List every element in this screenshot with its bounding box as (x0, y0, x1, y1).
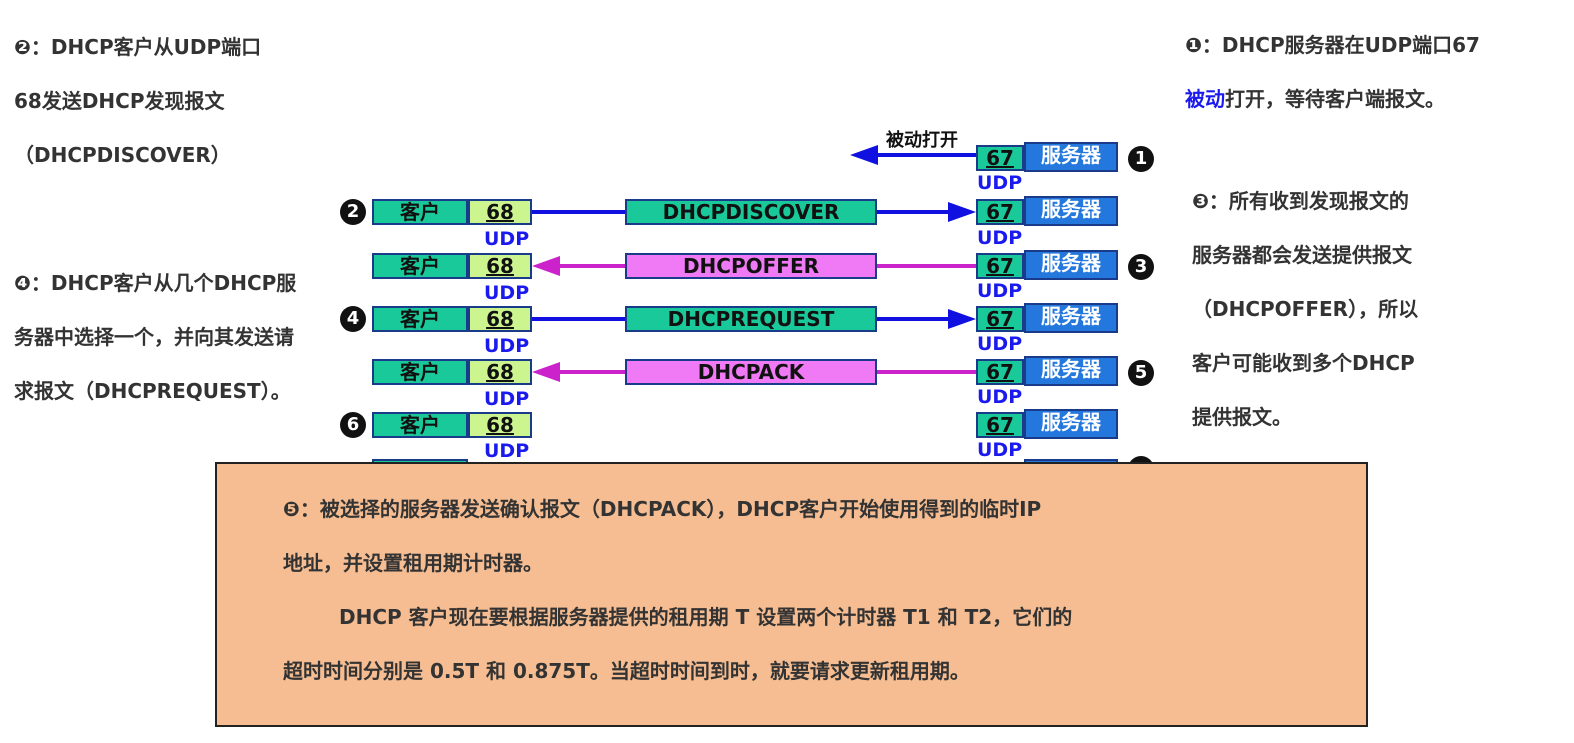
note-passive-line: ❶：DHCP服务器在UDP端口67 (1185, 33, 1480, 57)
passive-open-label: 被动打开 (886, 130, 958, 151)
note-passive-line: 被动打开，等待客户端报文。 (1185, 72, 1480, 126)
popup-line: 超时时间分别是 0.5T 和 0.875T。当超时时间到时，就要请求更新租用期。 (283, 659, 970, 683)
client-box: 客户 (372, 306, 468, 332)
note-offer: ❸：所有收到发现报文的 服务器都会发送提供报文 （DHCPOFFER），所以 客… (1192, 174, 1418, 444)
step-6-badge: 6 (340, 412, 366, 438)
passive-rest: 打开，等待客户端报文。 (1225, 87, 1445, 111)
client-box: 客户 (372, 412, 468, 438)
server-box: 服务器 (1024, 142, 1118, 172)
client-udp-label: UDP (484, 440, 530, 462)
server-port: 67 (976, 412, 1024, 438)
note-offer-line: ❸：所有收到发现报文的 (1192, 189, 1409, 213)
server-box: 服务器 (1024, 303, 1118, 333)
note-request-line: ❹：DHCP客户从几个DHCP服 (14, 271, 297, 295)
note-discover-line: 68发送DHCP发现报文 (14, 89, 225, 113)
server-box: 服务器 (1024, 356, 1118, 386)
server-port: 67 (976, 306, 1024, 332)
request-message: DHCPREQUEST (625, 306, 877, 332)
server-box: 服务器 (1024, 409, 1118, 439)
server-box: 服务器 (1024, 196, 1118, 226)
client-udp-label: UDP (484, 388, 530, 410)
client-port: 68 (468, 359, 532, 385)
server-port: 67 (976, 145, 1024, 171)
explanation-popup: ❺：被选择的服务器发送确认报文（DHCPACK），DHCP客户开始使用得到的临时… (215, 462, 1368, 727)
client-udp-label: UDP (484, 282, 530, 304)
note-discover: ❷：DHCP客户从UDP端口 68发送DHCP发现报文 （DHCPDISCOVE… (14, 20, 261, 182)
note-passive-open: ❶：DHCP服务器在UDP端口67 被动打开，等待客户端报文。 (1185, 18, 1480, 126)
server-box: 服务器 (1024, 250, 1118, 280)
client-box: 客户 (372, 359, 468, 385)
note-offer-line: 客户可能收到多个DHCP (1192, 351, 1415, 375)
client-box: 客户 (372, 253, 468, 279)
note-discover-line: ❷：DHCP客户从UDP端口 (14, 35, 262, 59)
server-udp-label: UDP (977, 386, 1023, 408)
client-port: 68 (468, 253, 532, 279)
popup-line: ❺：被选择的服务器发送确认报文（DHCPACK），DHCP客户开始使用得到的临时… (283, 497, 1042, 521)
ack-message: DHCPACK (625, 359, 877, 385)
note-offer-line: 服务器都会发送提供报文 (1192, 243, 1412, 267)
note-offer-line: （DHCPOFFER），所以 (1192, 297, 1419, 321)
passive-word: 被动 (1185, 87, 1225, 111)
step-4-badge: 4 (340, 306, 366, 332)
server-port: 67 (976, 359, 1024, 385)
popup-line: DHCP 客户现在要根据服务器提供的租用期 T 设置两个计时器 T1 和 T2，… (339, 605, 1073, 629)
server-udp-label: UDP (977, 333, 1023, 355)
server-udp-label: UDP (977, 439, 1023, 461)
server-port: 67 (976, 199, 1024, 225)
step-2-badge: 2 (340, 199, 366, 225)
note-request-line: 求报文（DHCPREQUEST）。 (14, 379, 291, 403)
step-5-badge: 5 (1128, 360, 1154, 386)
server-udp-label: UDP (977, 227, 1023, 249)
passive-open-arrow (850, 145, 976, 165)
client-udp-label: UDP (484, 335, 530, 357)
offer-message: DHCPOFFER (625, 253, 877, 279)
client-udp-label: UDP (484, 228, 530, 250)
server-udp-label: UDP (977, 172, 1023, 194)
note-request-line: 务器中选择一个，并向其发送请 (14, 325, 294, 349)
client-box: 客户 (372, 199, 468, 225)
note-request: ❹：DHCP客户从几个DHCP服 务器中选择一个，并向其发送请 求报文（DHCP… (14, 256, 296, 418)
step-3-badge: 3 (1128, 254, 1154, 280)
client-port: 68 (468, 199, 532, 225)
server-port: 67 (976, 253, 1024, 279)
discover-message: DHCPDISCOVER (625, 199, 877, 225)
note-discover-line: （DHCPDISCOVER） (14, 143, 231, 167)
client-port: 68 (468, 306, 532, 332)
client-port: 68 (468, 412, 532, 438)
note-offer-line: 提供报文。 (1192, 405, 1292, 429)
popup-line: 地址，并设置租用期计时器。 (283, 551, 543, 575)
step-1-badge: 1 (1128, 146, 1154, 172)
server-udp-label: UDP (977, 280, 1023, 302)
